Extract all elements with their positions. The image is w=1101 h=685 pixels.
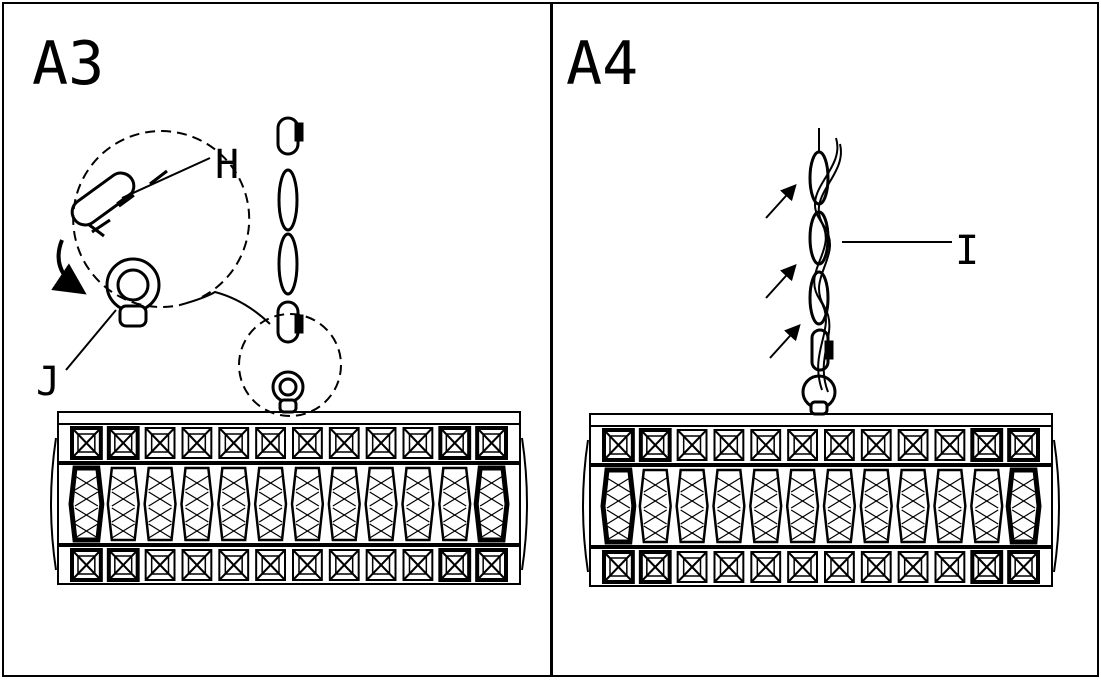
a3-cell [402, 427, 434, 459]
a3-cell [402, 549, 434, 581]
a3-zoom-hook [70, 169, 168, 238]
a3-cell [328, 427, 360, 459]
a4-cell [602, 428, 635, 462]
panel-a4-frame [550, 2, 1099, 677]
a4-crystal [785, 468, 820, 544]
a3-cell [144, 427, 176, 459]
a3-cell [438, 426, 472, 460]
a4-cell [713, 551, 745, 583]
a4-cell [897, 429, 929, 461]
a3-cell [255, 427, 286, 459]
a4-cell [787, 429, 819, 461]
label-i: I [955, 228, 979, 274]
a4-crystal [712, 468, 746, 544]
a4-cell [934, 429, 966, 461]
panel-a3-title: A3 [32, 29, 104, 99]
a3-cell [292, 549, 323, 581]
a3-crystal [327, 466, 361, 542]
a3-cell [218, 549, 250, 581]
a4-crystal [970, 468, 1004, 544]
a3-cell [328, 549, 360, 581]
a3-cell [218, 427, 250, 459]
a3-cell [144, 549, 176, 581]
a3-fixture-top-row [58, 423, 520, 463]
a4-cell [1007, 550, 1041, 584]
a4-crystal [675, 468, 709, 544]
a4-chain [801, 150, 837, 416]
a4-cell [824, 429, 855, 461]
a4-cell [638, 428, 672, 462]
a3-chain [276, 116, 304, 344]
label-h: H [215, 142, 239, 188]
a4-cell [750, 429, 782, 461]
a3-crystal [438, 466, 472, 542]
a3-cell [438, 548, 472, 582]
a4-cell [1007, 428, 1041, 462]
a3-cell [181, 427, 213, 459]
a4-crystal [1005, 467, 1042, 545]
a3-cell [365, 549, 397, 581]
a4-cell [750, 551, 782, 583]
a4-wire [813, 128, 842, 393]
a4-crystal [896, 468, 930, 544]
a4-cell [676, 429, 708, 461]
a4-cell [638, 550, 672, 584]
a4-fixture [582, 413, 1060, 587]
a3-cell [70, 426, 103, 460]
a3-ring [271, 370, 305, 414]
a3-zoom-ring [105, 257, 161, 328]
a3-zoom-callout [72, 130, 271, 325]
a3-cell [106, 426, 140, 460]
a3-fixture-bottom-row [58, 545, 520, 585]
a4-cell [824, 551, 855, 583]
a3-fixture-middle-row [50, 437, 528, 571]
a4-cell [787, 551, 819, 583]
a4-crystal [933, 468, 967, 544]
a3-crystal [217, 466, 251, 542]
a3-cell [70, 548, 103, 582]
a4-fixture-bottom-row [590, 547, 1052, 587]
a4-cell [970, 428, 1004, 462]
label-j: J [36, 359, 60, 405]
a4-cell [713, 429, 745, 461]
a3-cell [292, 427, 323, 459]
a3-cell [255, 549, 286, 581]
a3-cell [475, 548, 508, 582]
a3-crystal [253, 466, 288, 542]
a4-cell [860, 429, 892, 461]
a4-fixture-top-row [590, 425, 1052, 465]
panel-a4-title: A4 [566, 29, 638, 99]
a4-cell [602, 550, 635, 584]
a4-crystal [638, 468, 672, 544]
a4-crystal [822, 468, 857, 544]
a3-leader-h [121, 157, 211, 199]
a3-crystal [473, 465, 510, 543]
a4-cell [934, 551, 966, 583]
a4-arrows [765, 184, 801, 359]
a3-crystal [180, 466, 214, 542]
a3-fixture [50, 411, 528, 585]
a4-fixture-middle-row [582, 439, 1060, 573]
a3-cell [181, 549, 213, 581]
a3-detail-circle-small [238, 313, 342, 417]
a3-cell [365, 427, 397, 459]
a4-crystal [749, 468, 783, 544]
a3-cell [475, 426, 508, 460]
a3-crystal [143, 466, 177, 542]
a3-crystal [364, 466, 398, 542]
a3-crystal [290, 466, 325, 542]
a4-crystal [859, 468, 893, 544]
a3-crystal [401, 466, 435, 542]
a3-leader-j [65, 309, 117, 371]
a4-cell [970, 550, 1004, 584]
a4-crystal [600, 467, 637, 545]
a3-crystal [68, 465, 105, 543]
a3-crystal [106, 466, 140, 542]
a3-rotate-arrow [51, 239, 87, 295]
a3-cell [106, 548, 140, 582]
a4-cell [676, 551, 708, 583]
a4-cell [860, 551, 892, 583]
a4-cell [897, 551, 929, 583]
